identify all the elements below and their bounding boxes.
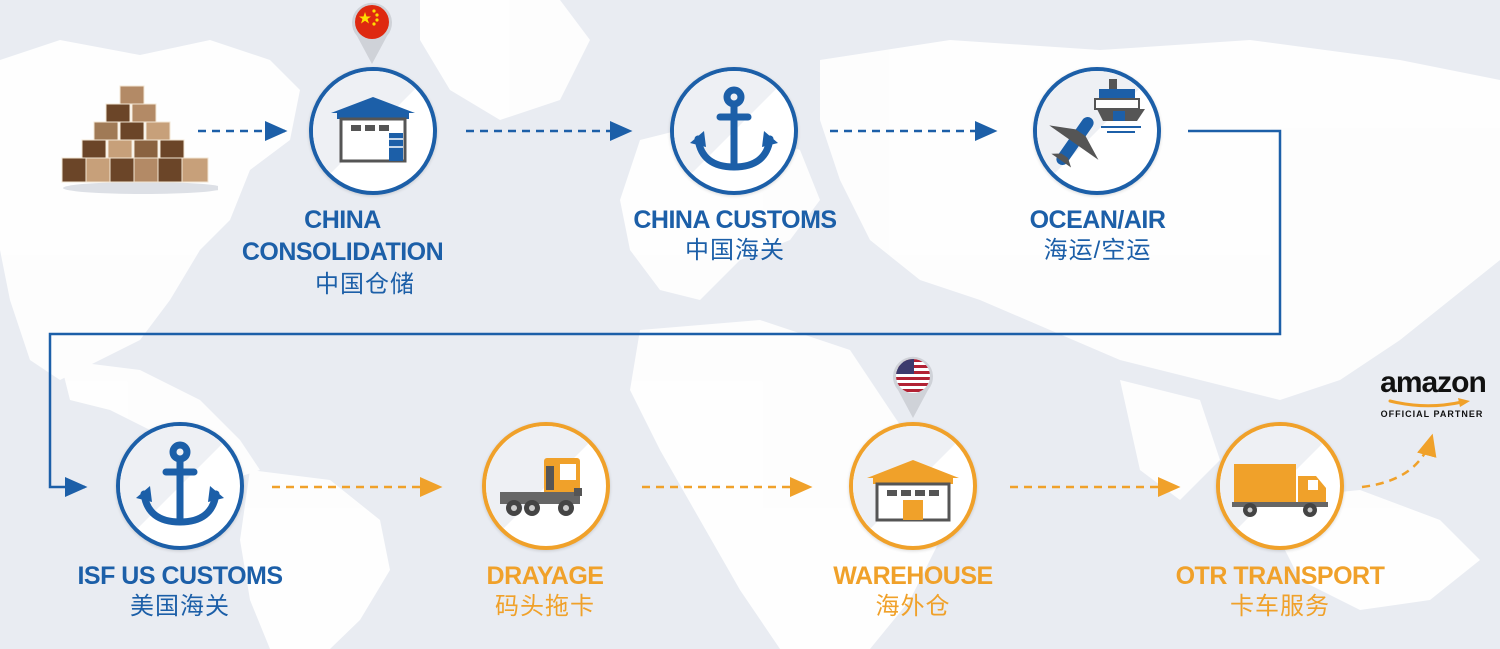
stage-title-line: OCEAN/AIR <box>1029 206 1166 234</box>
stage-china-customs <box>670 67 798 195</box>
stage-title-otr-transport: OTR TRANSPORT <box>1165 560 1395 592</box>
anchor-icon <box>674 71 794 191</box>
stage-subtitle-otr-transport: 卡车服务 <box>1230 593 1330 620</box>
stage-subtitle-drayage: 码头拖卡 <box>495 593 595 620</box>
box-pile-icon <box>61 85 218 194</box>
stage-subtitle-china-customs: 中国海关 <box>685 237 785 264</box>
stage-title-isf-us-customs: ISF US CUSTOMS <box>60 560 300 592</box>
stage-title-line: CONSOLIDATION <box>241 238 444 266</box>
amazon-smile-arrow-icon <box>1388 398 1470 408</box>
stage-title-warehouse: WAREHOUSE <box>818 560 1008 592</box>
stage-title-china-customs: CHINA CUSTOMS <box>610 204 860 236</box>
stage-china-consolidation <box>309 67 437 195</box>
anchor-icon <box>120 426 240 546</box>
us-flag-pin-icon <box>893 356 933 418</box>
amazon-partner-tagline: OFFICIAL PARTNER <box>1380 409 1484 419</box>
stage-title-drayage: DRAYAGE <box>470 560 620 592</box>
stage-title-line: ISF US CUSTOMS <box>77 562 283 590</box>
warehouse-icon <box>853 426 973 546</box>
stage-title-line: CHINA CUSTOMS <box>633 206 837 234</box>
stage-title-line: CHINA <box>304 206 381 234</box>
stage-subtitle-china-consolidation: 中国仓储 <box>315 271 415 298</box>
stage-drayage <box>482 422 610 550</box>
stage-title-line: DRAYAGE <box>486 562 604 590</box>
stage-isf-us-customs <box>116 422 244 550</box>
stage-subtitle-isf-us-customs: 美国海关 <box>130 593 230 620</box>
stage-warehouse <box>849 422 977 550</box>
ship-plane-icon <box>1037 71 1157 191</box>
stage-title-line: OTR TRANSPORT <box>1175 562 1385 590</box>
semi-truck-icon <box>486 426 606 546</box>
stage-title-china-consolidation: CHINA CONSOLIDATION <box>220 204 465 268</box>
china-flag-pin-icon <box>352 2 392 64</box>
stage-title-ocean-air: OCEAN/AIR <box>1000 204 1195 236</box>
stage-otr-transport <box>1216 422 1344 550</box>
stage-ocean-air <box>1033 67 1161 195</box>
stage-title-line: WAREHOUSE <box>833 562 993 590</box>
amazon-logo-text: amazon <box>1380 366 1487 399</box>
box-truck-icon <box>1220 426 1340 546</box>
stage-subtitle-ocean-air: 海运/空运 <box>1043 237 1152 264</box>
stage-subtitle-warehouse: 海外仓 <box>875 593 951 620</box>
warehouse-icon <box>313 71 433 191</box>
